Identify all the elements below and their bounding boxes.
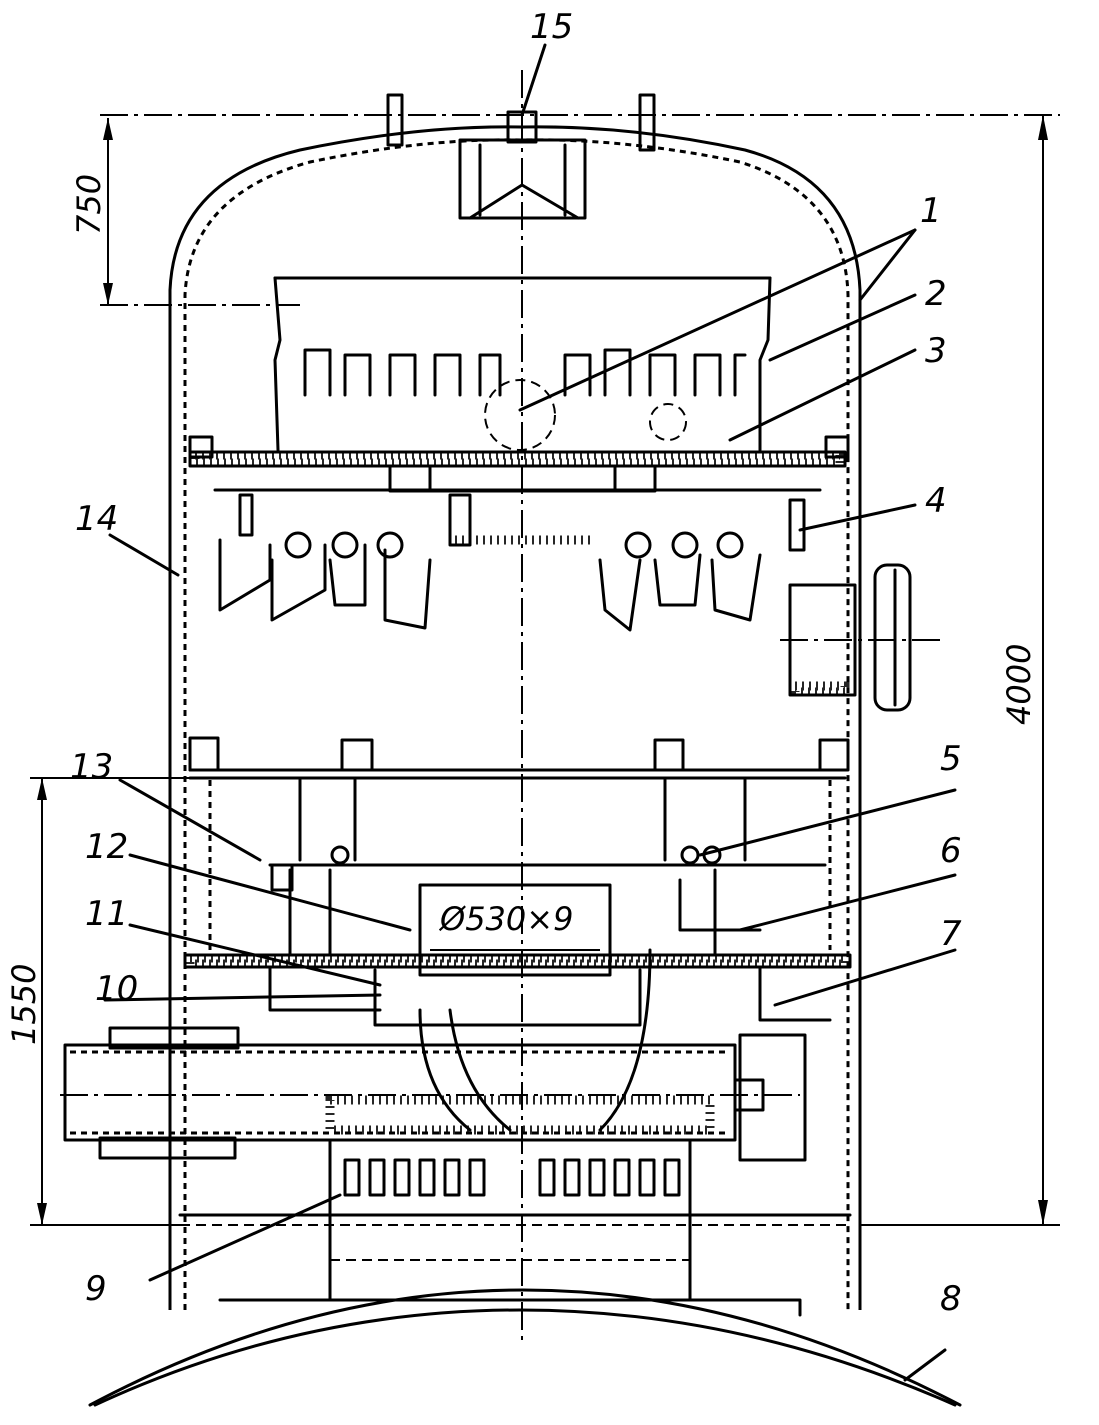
cyclone-row — [218, 493, 806, 632]
callout-7: 7 — [940, 914, 962, 954]
leader-lines — [103, 43, 957, 1382]
callout-5: 5 — [940, 739, 962, 779]
callout-15: 15 — [530, 7, 573, 47]
top-deflector — [458, 138, 587, 220]
dimension-4000-label: 4000 — [1000, 644, 1038, 725]
pipe-box — [418, 883, 612, 977]
dimension-4000: 4000 — [860, 115, 1060, 1226]
lower-tray — [183, 953, 852, 1027]
callout-2: 2 — [925, 274, 947, 314]
upper-chamber — [273, 276, 772, 452]
callout-6: 6 — [940, 831, 962, 871]
bottom-head — [88, 1288, 962, 1407]
slots — [343, 1158, 681, 1197]
callout-14: 14 — [75, 499, 118, 539]
callout-8: 8 — [940, 1279, 962, 1319]
callout-4: 4 — [925, 481, 947, 521]
callout-1: 1 — [920, 191, 942, 231]
inner-tray: Ø530×9 — [268, 863, 827, 977]
side-nozzle — [780, 563, 940, 712]
dimension-750-label: 750 — [70, 174, 108, 235]
top-nozzles — [386, 93, 656, 152]
dimension-1550-label: 1550 — [5, 964, 43, 1045]
callout-3: 3 — [925, 331, 947, 371]
callout-12: 12 — [85, 827, 128, 867]
dimension-1550: 1550 — [5, 777, 190, 1226]
callout-13: 13 — [70, 747, 113, 787]
inlet-pipe — [60, 948, 807, 1162]
vessel-shell — [168, 125, 862, 1310]
middle-tray — [188, 736, 850, 950]
dimension-750: 750 — [70, 118, 113, 305]
pipe-spec-label: Ø530×9 — [438, 900, 573, 938]
callout-11: 11 — [85, 894, 128, 934]
callout-10: 10 — [95, 969, 138, 1009]
callout-9: 9 — [85, 1269, 107, 1309]
upper-tray — [188, 435, 850, 493]
